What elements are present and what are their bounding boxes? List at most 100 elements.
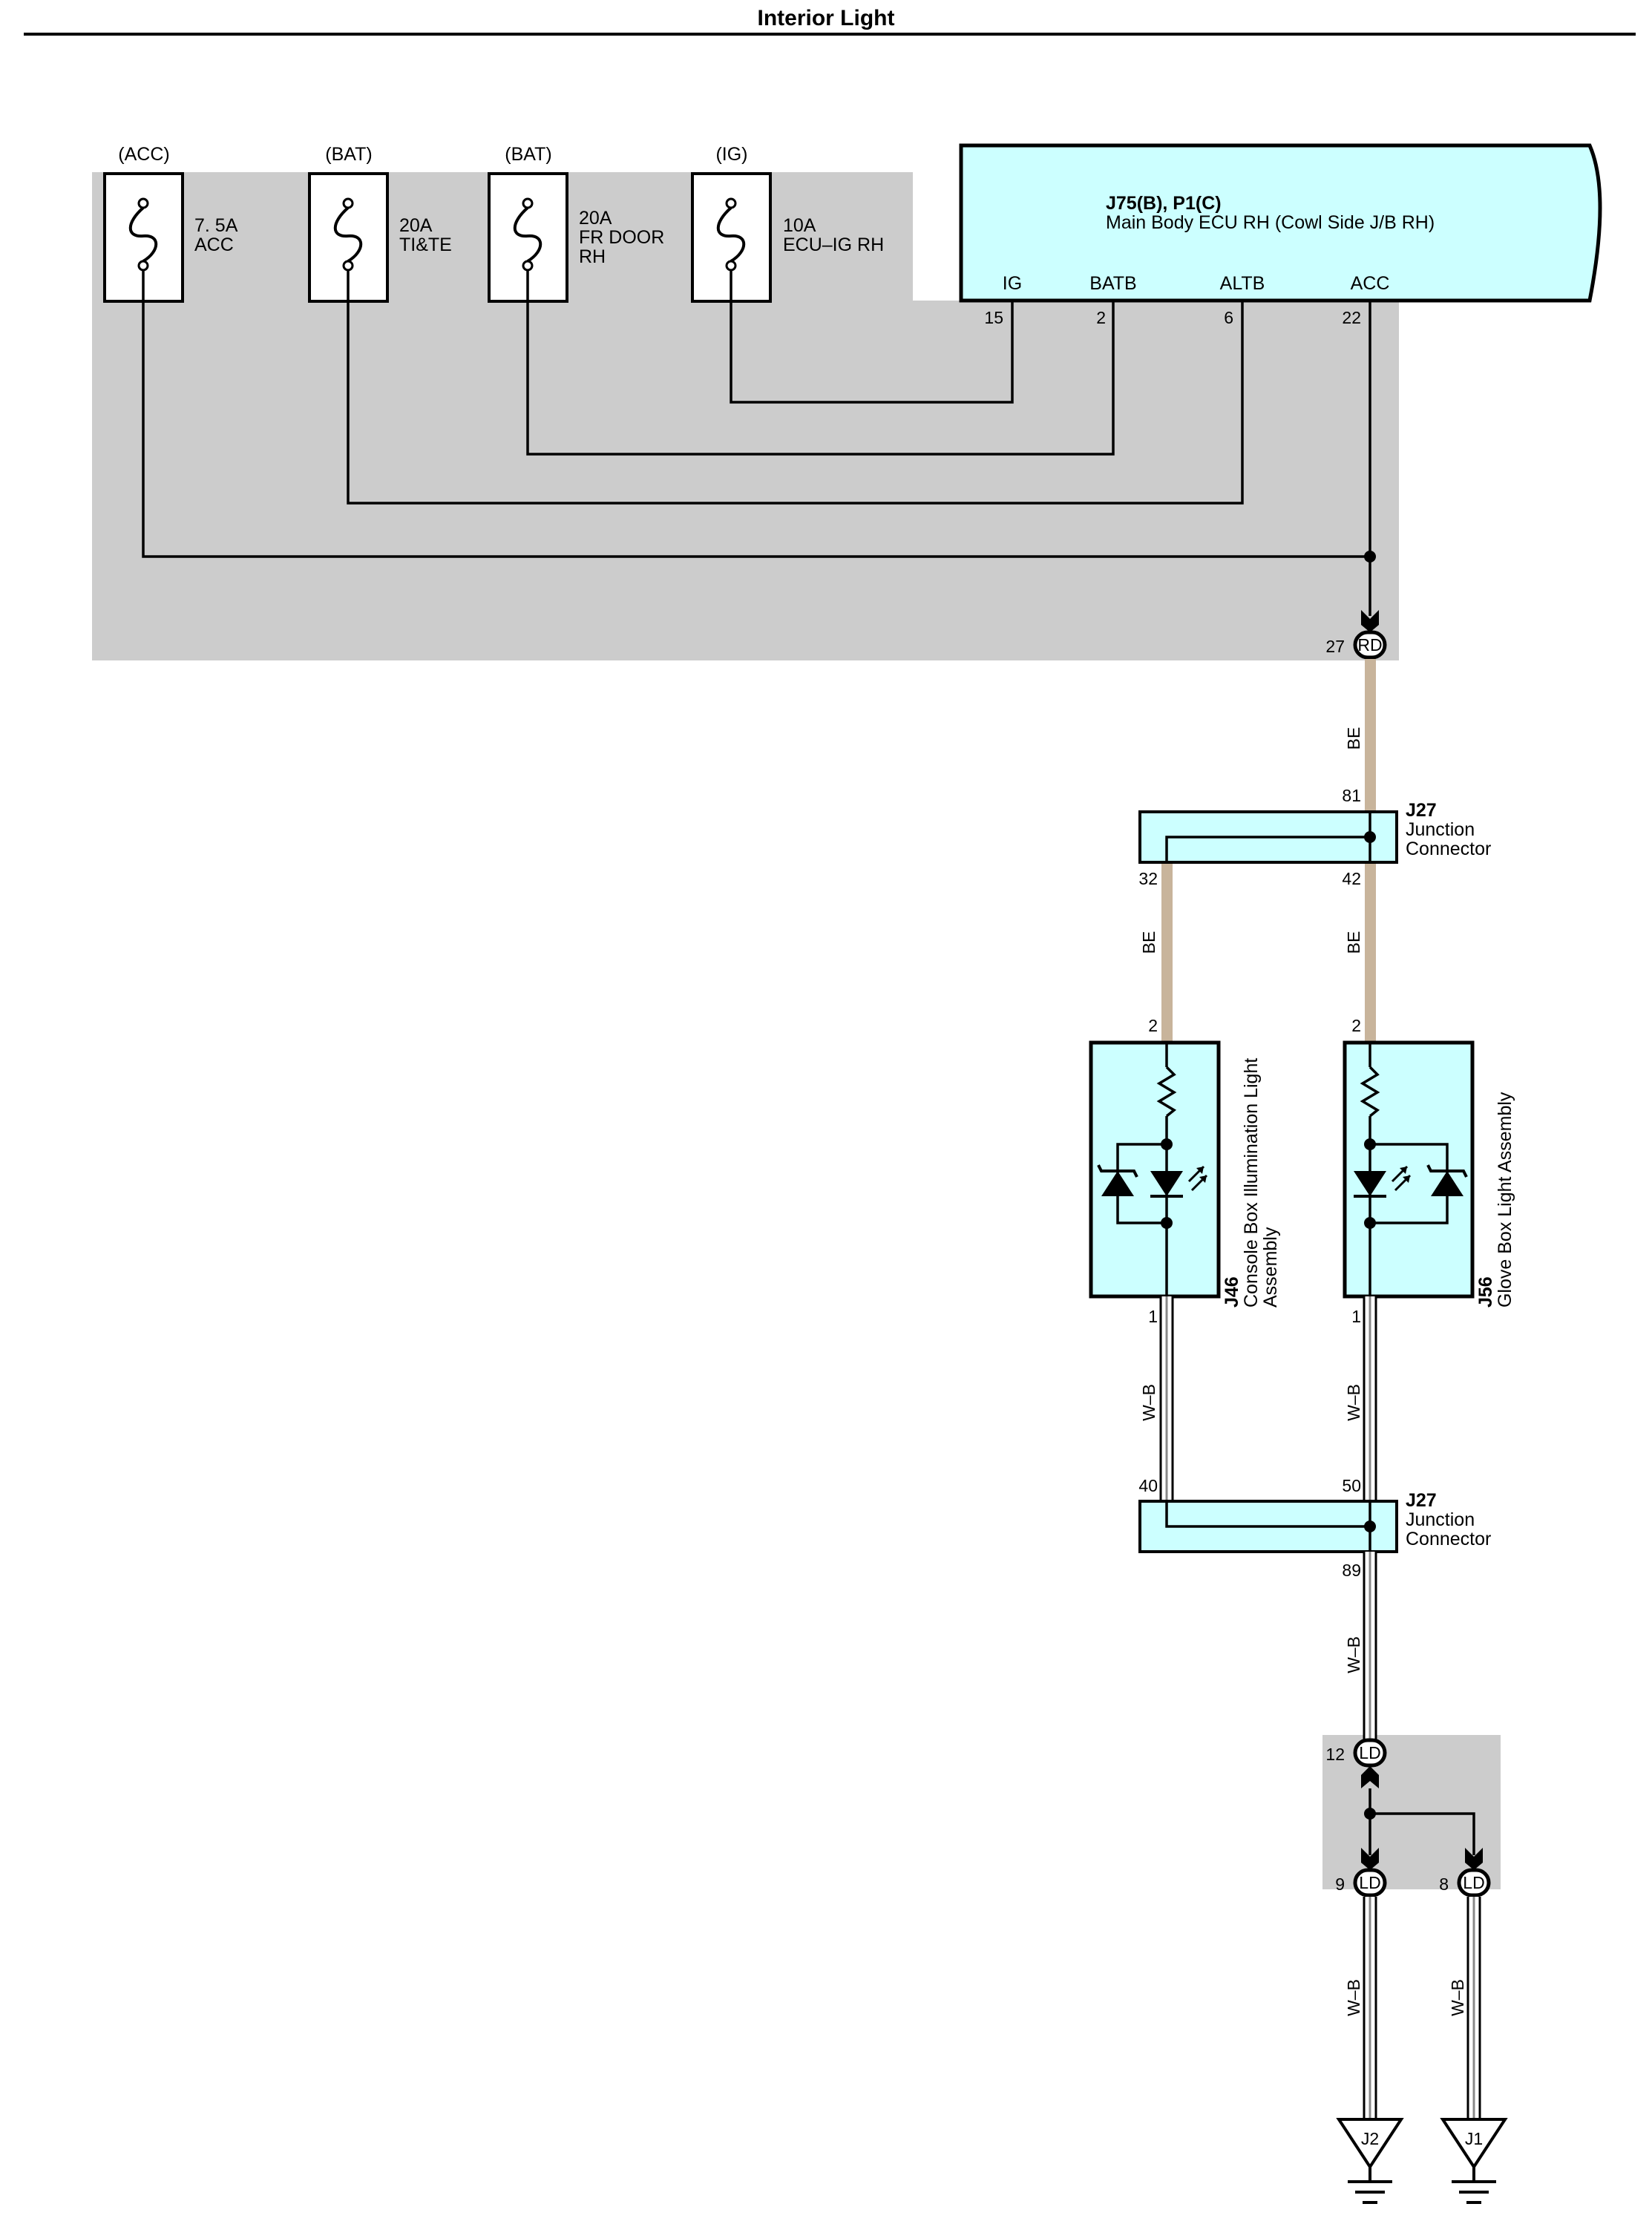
- ground-label: J1: [1465, 2129, 1483, 2148]
- connector-arrow: [1465, 1848, 1483, 1870]
- fuse-icon: [513, 197, 543, 272]
- ecu-terminal-label: BATB: [1089, 273, 1136, 294]
- junction-pin: 42: [1342, 869, 1361, 888]
- junction-block-area: [92, 172, 1399, 660]
- wire-color-label: BE: [1139, 931, 1158, 954]
- splice-point: [1364, 831, 1376, 843]
- fuse-rating: 10A: [783, 215, 816, 236]
- fuse-name: TI&TE: [399, 234, 452, 255]
- junction-name-line2: Connector: [1406, 1529, 1491, 1549]
- be-wire: [1365, 659, 1376, 812]
- ground-label: J2: [1361, 2129, 1379, 2148]
- ecu-terminal-label: IG: [1003, 273, 1022, 294]
- junction-pin: 32: [1138, 869, 1158, 888]
- rd-connector-pin: 27: [1325, 637, 1345, 656]
- splice-point: [1364, 1521, 1376, 1532]
- wire-color-label: BE: [1344, 727, 1363, 750]
- wb-wires: [1159, 1296, 1377, 1501]
- resistor-icon: [1360, 1066, 1380, 1118]
- ld-connector-label: LD: [1359, 1743, 1380, 1762]
- junction-pin: 89: [1342, 1561, 1361, 1580]
- resistor-icon: [1156, 1066, 1177, 1118]
- ld-connector: [1353, 1868, 1387, 1897]
- lamp-name: Glove Box Light Assembly: [1495, 1092, 1515, 1308]
- wire-color-label: W–B: [1448, 1979, 1467, 2016]
- ld-connector-label: LD: [1359, 1873, 1380, 1892]
- wire-color-label: BE: [1344, 931, 1363, 954]
- splice-point: [1161, 1138, 1173, 1150]
- ld-connector-pin: 12: [1325, 1745, 1345, 1764]
- splice-point: [1364, 551, 1376, 562]
- lamp-code: J56: [1475, 1276, 1496, 1308]
- ld-connector-pin: 9: [1335, 1874, 1345, 1894]
- zener-diode-icon: [1426, 1164, 1468, 1196]
- junction-pin: 50: [1342, 1476, 1361, 1495]
- splice-point: [1364, 1138, 1376, 1150]
- ld-connector: [1457, 1868, 1491, 1897]
- led-icon: [1354, 1165, 1412, 1198]
- junction-name: Junction: [1406, 1509, 1475, 1530]
- ecu-terminal-label: ALTB: [1220, 273, 1265, 294]
- junction-pin: 40: [1138, 1476, 1158, 1495]
- diagram-title: Interior Light: [758, 6, 895, 30]
- fuse-source-label: (BAT): [325, 144, 372, 165]
- internal-wiring: [142, 270, 1371, 616]
- be-wire: [1365, 864, 1376, 1042]
- lamp-pin: 2: [1351, 1016, 1361, 1035]
- fuse-fr-door-rh: (BAT) 20A FR DOOR RH: [488, 144, 664, 303]
- fuse-ecu-ig-rh: (IG) 10A ECU–IG RH: [691, 144, 884, 303]
- junction-code: J27: [1406, 1490, 1437, 1511]
- lamp-name: Console Box Illumination Light: [1241, 1058, 1262, 1308]
- connector-arrow: [1361, 610, 1379, 632]
- ecu-pin: 22: [1342, 308, 1361, 327]
- connector-arrow: [1361, 1766, 1379, 1788]
- rd-connector-label: RD: [1357, 635, 1382, 655]
- junction-name-line2: Connector: [1406, 839, 1491, 859]
- fuse-icon: [716, 197, 746, 272]
- fuse-rating: 20A: [399, 215, 433, 236]
- fuse-name: ACC: [194, 234, 234, 255]
- ecu-pin: 15: [984, 308, 1003, 327]
- fuse-icon: [128, 197, 158, 272]
- ground-icon: [1336, 2118, 1404, 2204]
- fuse-rating: 20A: [579, 208, 612, 229]
- wire-color-label: W–B: [1139, 1384, 1158, 1421]
- zener-diode-icon: [1097, 1164, 1138, 1196]
- splice-point: [1161, 1217, 1173, 1229]
- lamp-name-line2: Assembly: [1260, 1227, 1281, 1308]
- splice-point: [1364, 1217, 1376, 1229]
- junction-name: Junction: [1406, 819, 1475, 840]
- lamp-code: J46: [1222, 1276, 1242, 1308]
- ld-connector-pin: 8: [1439, 1874, 1449, 1894]
- ecu-pin: 6: [1224, 308, 1233, 327]
- wire-color-label: W–B: [1344, 1636, 1363, 1673]
- fuse-name: ECU–IG RH: [783, 234, 884, 255]
- be-wire: [1161, 864, 1173, 1042]
- fuse-name: FR DOOR: [579, 227, 664, 248]
- fuse-name-line2: RH: [579, 246, 606, 267]
- ground-icon: [1440, 2118, 1508, 2204]
- ecu-name: Main Body ECU RH (Cowl Side J/B RH): [1106, 212, 1435, 233]
- rd-connector: [1353, 630, 1387, 660]
- ecu-terminal-label: ACC: [1351, 273, 1390, 294]
- ecu-box: [959, 143, 1602, 303]
- wire-color-label: W–B: [1344, 1979, 1363, 2016]
- splice-point: [1364, 1808, 1376, 1820]
- fuse-source-label: (ACC): [118, 144, 169, 165]
- lamp-pin: 2: [1148, 1016, 1158, 1035]
- ecu-pin: 2: [1096, 308, 1106, 327]
- junction-pin: 81: [1342, 786, 1361, 805]
- led-icon: [1150, 1165, 1208, 1198]
- junction-code: J27: [1406, 800, 1437, 821]
- ld-connector-label: LD: [1463, 1873, 1484, 1892]
- connector-arrow: [1361, 1848, 1379, 1870]
- ecu-code: J75(B), P1(C): [1106, 193, 1222, 214]
- fuse-source-label: (BAT): [505, 144, 551, 165]
- fuse-source-label: (IG): [715, 144, 747, 165]
- ld-connector: [1353, 1738, 1387, 1768]
- lamp-pin: 1: [1148, 1307, 1158, 1326]
- lamp-pin: 1: [1351, 1307, 1361, 1326]
- fuse-rating: 7. 5A: [194, 215, 238, 236]
- wire-color-label: W–B: [1344, 1384, 1363, 1421]
